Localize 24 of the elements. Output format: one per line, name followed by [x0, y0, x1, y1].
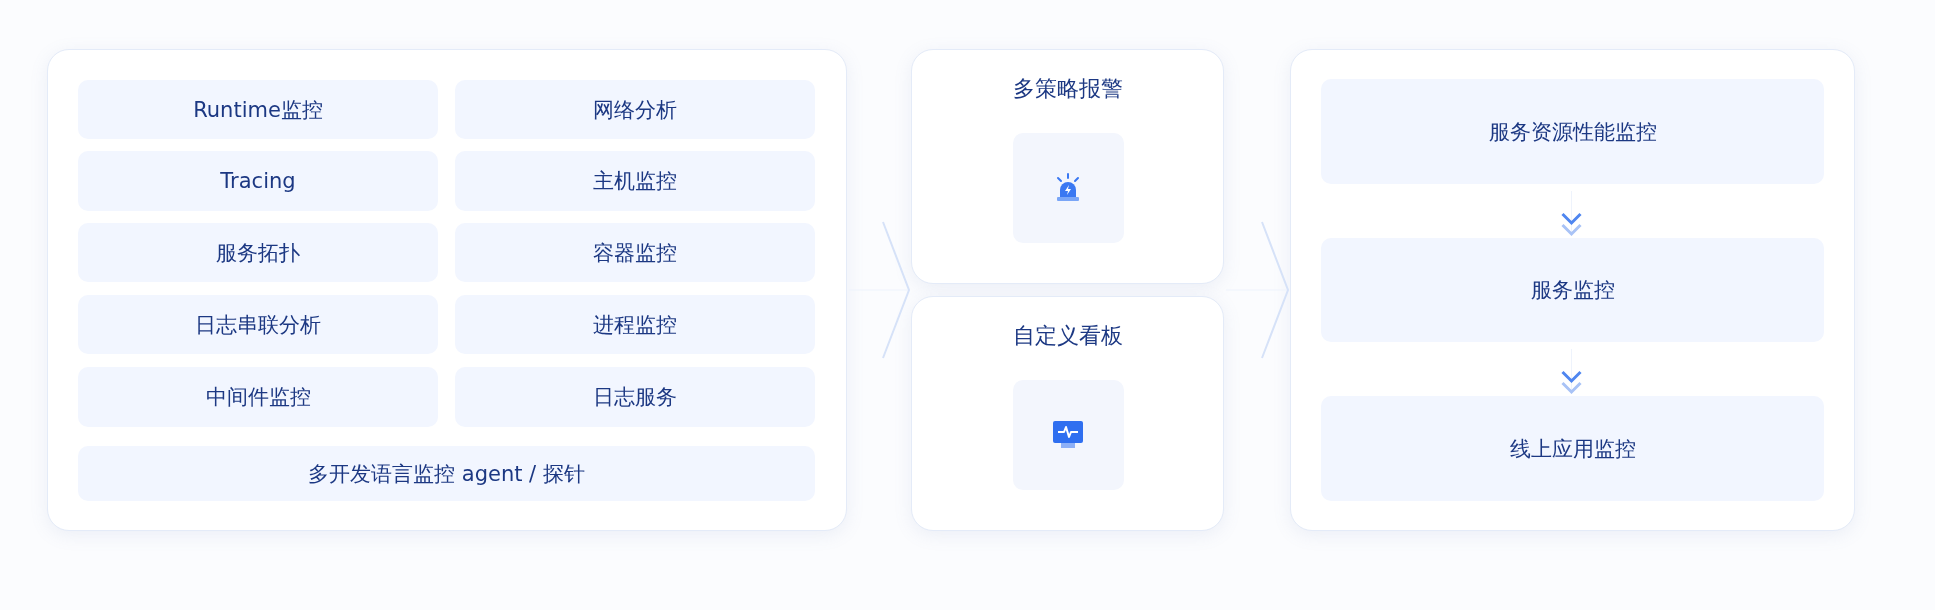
- item-label: 中间件监控: [205, 384, 311, 411]
- feature-card: [911, 49, 1224, 284]
- item-label: 服务监控: [1530, 277, 1615, 304]
- panel-card: [47, 49, 847, 531]
- feature-card: [911, 296, 1224, 531]
- item-label: 进程监控: [593, 311, 677, 339]
- item-label: 容器监控: [593, 239, 677, 267]
- item-label: 线上应用监控: [1509, 435, 1636, 463]
- chevron-arrow: [1225, 221, 1289, 359]
- item-label: 服务拓扑: [216, 239, 300, 267]
- item-label: 日志串联分析: [195, 311, 321, 339]
- item-label: 日志服务: [593, 384, 677, 411]
- item-label: Tracing: [220, 169, 296, 193]
- item-label: 主机监控: [593, 168, 677, 195]
- card-title: 多策略报警: [1011, 75, 1124, 103]
- double-chevron-arrow: [1561, 348, 1582, 395]
- item-label: 多开发语言监控 agent / 探针: [308, 460, 585, 488]
- item-label: Runtime监控: [193, 96, 323, 124]
- card-title: 自定义看板: [1011, 322, 1124, 350]
- item-label: 服务资源性能监控: [1488, 118, 1657, 146]
- item-label: 网络分析: [593, 96, 677, 124]
- panel-card: [1290, 49, 1855, 531]
- chevron-arrow: [848, 221, 910, 359]
- double-chevron-arrow: [1561, 190, 1582, 237]
